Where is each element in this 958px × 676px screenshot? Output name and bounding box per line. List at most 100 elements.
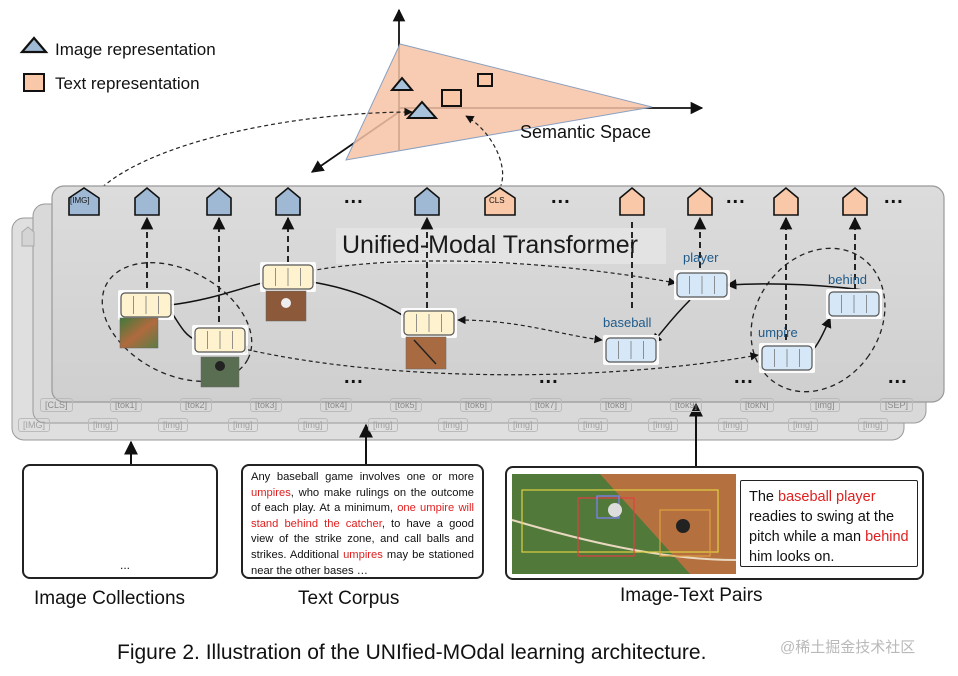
image-feature-box xyxy=(401,308,457,338)
word-label-umpire: umpire xyxy=(758,325,798,340)
corpus-highlight: umpires xyxy=(251,486,291,499)
image-text-pairs-caption: Image-Text Pairs xyxy=(620,585,763,606)
semantic-space-label: Semantic Space xyxy=(520,122,652,142)
pair-caption-box: The baseball player readies to swing at … xyxy=(740,480,918,567)
image-collections-caption: Image Collections xyxy=(34,588,186,609)
bottom-ellipsis: ... xyxy=(888,366,908,388)
text-feature-box xyxy=(603,335,659,365)
input-token: [img] xyxy=(228,418,258,432)
top-ellipsis: ... xyxy=(726,186,746,208)
text-corpus-box: Any baseball game involves one or more u… xyxy=(241,464,484,579)
input-token: [tok9] xyxy=(670,398,703,412)
corpus-text: , to have a good view of the strike zone… xyxy=(251,517,474,561)
corpus-text: may be stationed near the other bases … xyxy=(251,548,474,577)
input-token: [tok6] xyxy=(460,398,493,412)
legend-text-label: Text representation xyxy=(55,74,200,93)
transformer-title: Unified-Modal Transformer xyxy=(342,231,638,259)
pair-photo xyxy=(511,474,737,574)
input-token: [tok3] xyxy=(250,398,283,412)
output-tokens xyxy=(68,186,868,216)
input-token: [img] xyxy=(718,418,748,432)
top-ellipsis: ... xyxy=(884,186,904,208)
corpus-highlight: umpires xyxy=(343,548,383,561)
pair-text: readies to swing at the pitch while a ma… xyxy=(749,509,895,545)
pair-highlight: baseball player xyxy=(778,489,876,505)
image-token-icon xyxy=(206,186,232,216)
input-token: [tok5] xyxy=(390,398,423,412)
input-token: [img] xyxy=(648,418,678,432)
to-semantic-curve xyxy=(465,115,504,189)
input-token: [img] xyxy=(298,418,328,432)
pair-text: him looks on. xyxy=(749,549,835,565)
text-corpus-caption: Text Corpus xyxy=(298,588,400,609)
text-token-icon xyxy=(687,186,713,216)
text-feature-box xyxy=(826,289,882,319)
corpus-highlight: one umpire will stand behind the catcher xyxy=(251,502,474,530)
word-label-baseball: baseball xyxy=(603,315,652,330)
cls-token-label: CLS xyxy=(489,196,505,205)
image-feature-box xyxy=(192,325,248,355)
input-token: [SEP] xyxy=(880,398,914,412)
input-token: [img] xyxy=(810,398,840,412)
bottom-ellipsis: ... xyxy=(539,366,559,388)
vertical-arrows xyxy=(140,216,862,340)
top-ellipsis: ... xyxy=(551,186,571,208)
text-token-icon xyxy=(619,186,645,216)
corpus-text: , who make rulings on the outcome of eac… xyxy=(251,486,474,515)
legend-image-label: Image representation xyxy=(55,40,216,59)
transformer-thumbnails xyxy=(119,290,447,388)
ghost-token-icon xyxy=(21,226,35,247)
input-token: [tok4] xyxy=(320,398,353,412)
text-features xyxy=(603,270,882,373)
text-feature-box xyxy=(759,343,815,373)
semantic-text-point xyxy=(441,89,462,107)
bottom-ellipsis: ... xyxy=(734,366,754,388)
input-token: [img] xyxy=(508,418,538,432)
legend-square-icon xyxy=(23,73,45,92)
input-token: [tok1] xyxy=(110,398,143,412)
transformer-title-banner xyxy=(336,228,666,264)
image-feature-box xyxy=(260,262,316,292)
input-token: [img] xyxy=(858,418,888,432)
input-token: [tokN] xyxy=(740,398,774,412)
semantic-image-point xyxy=(405,100,439,119)
corpus-text: Any baseball game involves one or more xyxy=(251,471,474,483)
image-token-icon xyxy=(414,186,440,216)
watermark: @稀土掘金技术社区 xyxy=(780,639,916,656)
image-token-icon xyxy=(68,187,100,216)
image-features xyxy=(118,262,457,355)
figure-caption: Figure 2. Illustration of the UNIfied-MO… xyxy=(117,641,707,664)
input-token: [tok8] xyxy=(600,398,633,412)
input-token: [IMG] xyxy=(18,418,50,432)
image-text-pairs-box xyxy=(505,466,924,580)
image-token-icon xyxy=(134,186,160,216)
input-token: [img] xyxy=(438,418,468,432)
word-label-behind: behind xyxy=(828,272,868,287)
text-token-icon xyxy=(773,186,799,216)
to-semantic-curve xyxy=(96,107,413,193)
text-feature-box xyxy=(674,270,730,300)
input-token: [tok2] xyxy=(180,398,213,412)
img-token-label: [IMG] xyxy=(70,196,90,205)
text-token-icon xyxy=(842,186,868,216)
text-token-icon xyxy=(484,187,516,216)
word-label-player: player xyxy=(683,250,719,265)
pair-highlight: behind xyxy=(865,529,909,545)
semantic-text-point xyxy=(477,73,493,87)
collection-more: ... xyxy=(120,558,131,572)
pair-text: The xyxy=(749,489,779,505)
input-arrows xyxy=(124,402,703,466)
input-token: [CLS] xyxy=(40,398,73,412)
input-token: [tok7] xyxy=(530,398,563,412)
input-token: [img] xyxy=(788,418,818,432)
legend-triangle-icon xyxy=(19,36,49,54)
dashed-connections xyxy=(239,260,759,376)
semantic-plane xyxy=(345,43,653,161)
top-ellipsis: ... xyxy=(344,186,364,208)
image-collections-box: ... xyxy=(22,464,218,579)
semantic-image-point xyxy=(389,76,415,91)
image-feature-box xyxy=(118,290,174,320)
input-token: [img] xyxy=(368,418,398,432)
image-token-icon xyxy=(275,186,301,216)
